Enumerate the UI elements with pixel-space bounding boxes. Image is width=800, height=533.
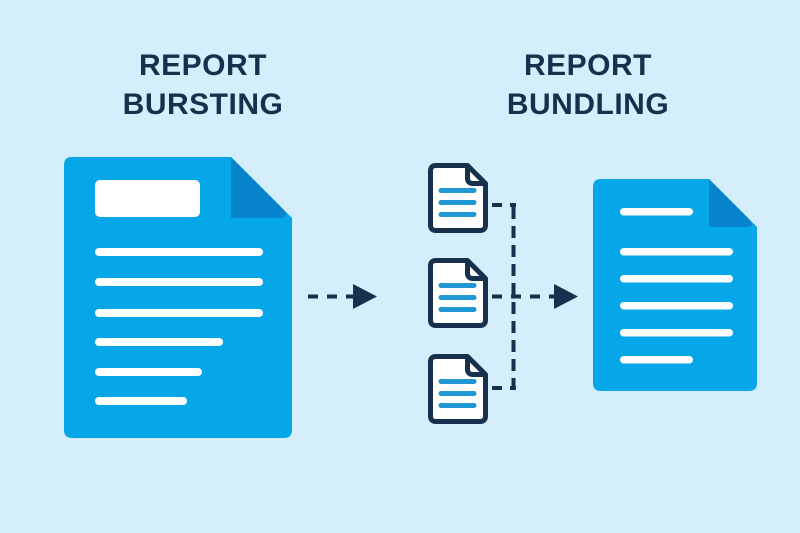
bundled-document-icon (593, 179, 757, 391)
connector-stub-top (492, 203, 516, 207)
burst-file-icon-1 (428, 163, 488, 233)
connector-rail-vertical (511, 207, 516, 390)
burst-file-icon-3 (428, 354, 488, 424)
bursting-arrow-icon (308, 284, 377, 309)
bursting-title: REPORT BURSTING (43, 46, 363, 124)
bursting-title-line1: REPORT (138, 49, 267, 82)
bundling-title: REPORT BUNDLING (428, 46, 748, 124)
bundling-arrow-icon (492, 284, 578, 309)
burst-file-icon-2 (428, 258, 488, 328)
bursting-source-document-icon (64, 157, 292, 438)
bursting-title-line2: BURSTING (122, 88, 284, 121)
bundling-title-line2: BUNDLING (506, 88, 670, 121)
connector-stub-bottom (492, 386, 516, 390)
bundling-title-line1: REPORT (523, 49, 652, 82)
